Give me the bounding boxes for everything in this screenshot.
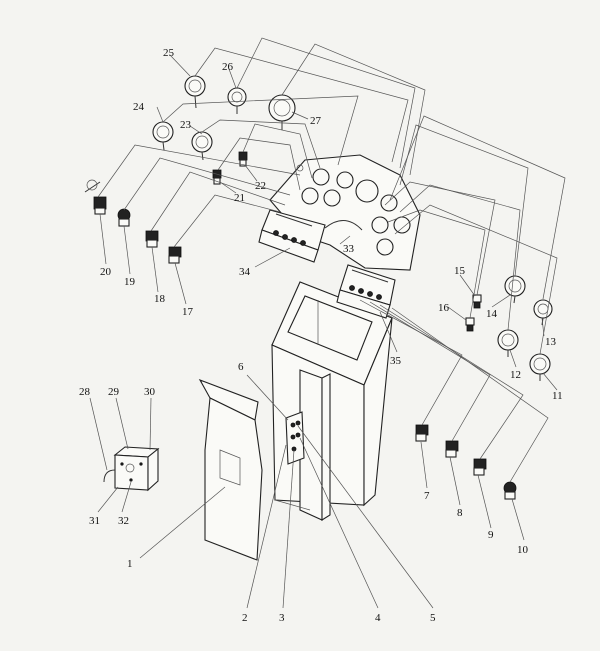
callout-29: 29 [108, 386, 120, 398]
callout-2: 2 [242, 612, 248, 624]
callout-32: 32 [118, 515, 129, 527]
switch-18 [145, 230, 159, 248]
callout-9: 9 [488, 529, 494, 541]
switch-8 [445, 440, 459, 458]
pedestal-column [271, 281, 393, 521]
gauge-14 [504, 275, 526, 304]
callout-10: 10 [517, 544, 529, 556]
switches-and-lamps [84, 151, 517, 500]
callout-11: 11 [552, 390, 563, 402]
callout-31: 31 [89, 515, 100, 527]
callout-19: 19 [124, 276, 136, 288]
callout-labels: 1 2 3 4 5 6 7 8 9 10 11 12 13 14 15 16 1… [79, 47, 563, 624]
callout-30: 30 [144, 386, 156, 398]
gauge-13 [533, 299, 553, 326]
callout-28: 28 [79, 386, 91, 398]
lamp-15 [472, 294, 482, 309]
switch-10 [503, 481, 517, 500]
callout-34: 34 [239, 266, 251, 278]
callout-33: 33 [343, 243, 355, 255]
callout-26: 26 [222, 61, 234, 73]
callout-7: 7 [424, 490, 430, 502]
callout-14: 14 [486, 308, 498, 320]
callout-22: 22 [255, 180, 266, 192]
callout-13: 13 [545, 336, 557, 348]
key-switch-20 [84, 179, 107, 215]
callout-4: 4 [375, 612, 381, 624]
switch-17 [168, 246, 182, 264]
callout-21: 21 [234, 192, 245, 204]
callout-17: 17 [182, 306, 194, 318]
callout-20: 20 [100, 266, 112, 278]
correspondence-lines [97, 37, 566, 483]
left-switch-panel [258, 209, 326, 263]
callout-27: 27 [310, 115, 322, 127]
callout-18: 18 [154, 293, 166, 305]
callout-1: 1 [127, 558, 133, 570]
callout-35: 35 [390, 355, 402, 367]
gauge-11 [529, 353, 551, 381]
callout-5: 5 [430, 612, 436, 624]
lamp-21 [212, 169, 222, 185]
callout-8: 8 [457, 507, 463, 519]
side-panel [198, 378, 263, 561]
switch-bracket [285, 411, 305, 465]
switch-19 [117, 208, 131, 227]
callout-25: 25 [163, 47, 175, 59]
callout-24: 24 [133, 101, 145, 113]
gauge-12 [497, 329, 519, 357]
switch-7 [415, 424, 429, 442]
callout-15: 15 [454, 265, 466, 277]
leader-lines [89, 54, 558, 609]
callout-23: 23 [180, 119, 192, 131]
callout-6: 6 [238, 361, 244, 373]
callout-3: 3 [279, 612, 285, 624]
lamp-16 [465, 317, 475, 332]
right-switch-panel [336, 264, 396, 319]
junction-box [103, 446, 160, 492]
callout-16: 16 [438, 302, 450, 314]
callout-12: 12 [510, 369, 521, 381]
gauge-24 [152, 121, 174, 151]
switch-9 [473, 458, 487, 476]
gauge-27 [268, 94, 296, 130]
